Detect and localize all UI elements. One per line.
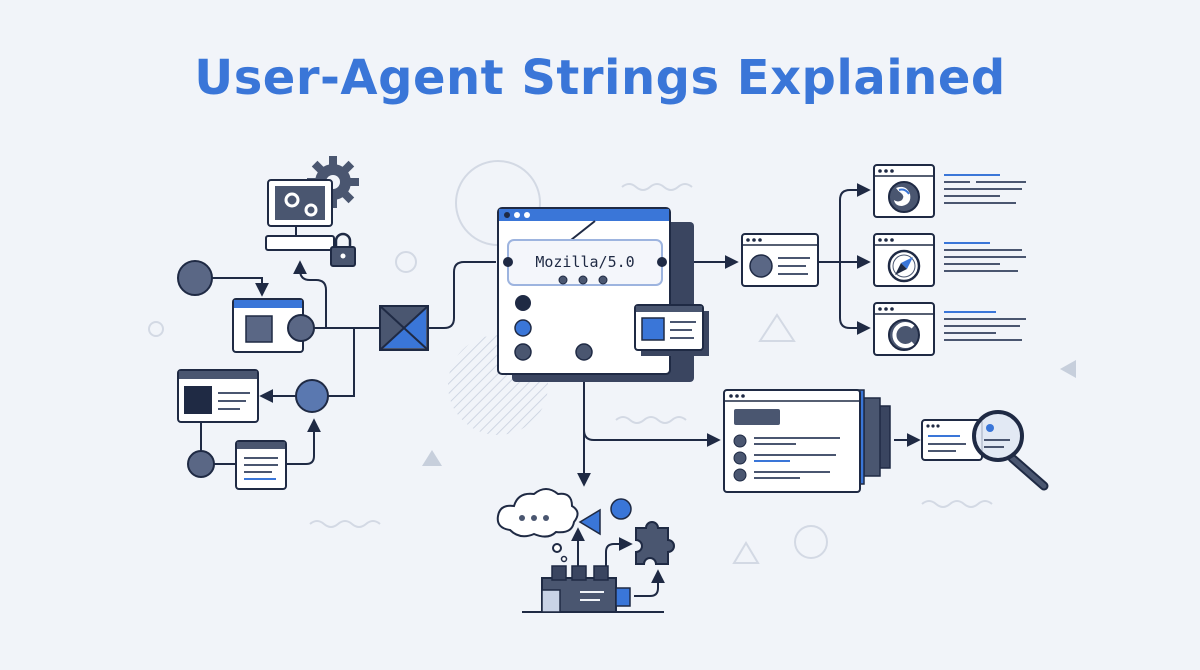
factory-icon bbox=[541, 565, 631, 613]
play-shape-icon bbox=[578, 508, 601, 536]
connector bbox=[605, 537, 633, 570]
deco-triangle bbox=[758, 313, 796, 342]
node-circle bbox=[295, 379, 329, 413]
browser-window-card bbox=[232, 298, 304, 353]
data-panel-stack bbox=[723, 389, 891, 493]
safari-icon bbox=[887, 249, 921, 283]
magnifier-icon bbox=[972, 410, 1049, 491]
thought-cloud-icon bbox=[496, 488, 579, 563]
node-circle bbox=[177, 260, 213, 296]
browser-window-card bbox=[634, 304, 709, 356]
document-window-card bbox=[235, 440, 287, 490]
user-agent-string: Mozilla/5.0 bbox=[535, 253, 634, 271]
lock-icon bbox=[330, 232, 356, 267]
dot-shape bbox=[610, 498, 632, 520]
deco-circle bbox=[148, 321, 164, 337]
safari-text-lines bbox=[944, 242, 1026, 272]
deco-triangle bbox=[732, 541, 760, 564]
chrome-card bbox=[873, 302, 935, 356]
browser-window-card bbox=[177, 369, 259, 423]
deco-triangle-filled bbox=[422, 450, 442, 466]
puzzle-icon bbox=[635, 521, 675, 565]
connector bbox=[839, 183, 871, 262]
connector bbox=[583, 420, 721, 447]
connector bbox=[839, 262, 871, 335]
parser-window-card bbox=[741, 233, 819, 287]
deco-wave bbox=[621, 183, 693, 191]
connector bbox=[286, 418, 321, 465]
deco-circle bbox=[794, 525, 828, 559]
connector bbox=[634, 569, 665, 597]
firefox-icon bbox=[888, 181, 920, 213]
computer-settings-icon bbox=[265, 156, 359, 251]
connector bbox=[293, 260, 327, 328]
deco-triangle-filled bbox=[1060, 360, 1076, 378]
connector bbox=[428, 261, 496, 329]
firefox-card bbox=[873, 164, 935, 218]
chrome-icon bbox=[888, 319, 920, 351]
connector bbox=[208, 277, 269, 297]
envelope-icon bbox=[379, 305, 429, 351]
connector bbox=[326, 328, 355, 397]
deco-wave bbox=[309, 520, 381, 528]
chrome-text-lines bbox=[944, 311, 1026, 341]
safari-card bbox=[873, 233, 935, 287]
page-title: User-Agent Strings Explained bbox=[194, 50, 1006, 106]
firefox-text-lines bbox=[944, 174, 1026, 204]
node-circle bbox=[187, 450, 215, 478]
deco-wave bbox=[921, 500, 993, 508]
node-circle bbox=[287, 314, 315, 342]
deco-circle bbox=[395, 251, 417, 273]
deco-wave bbox=[615, 416, 687, 424]
